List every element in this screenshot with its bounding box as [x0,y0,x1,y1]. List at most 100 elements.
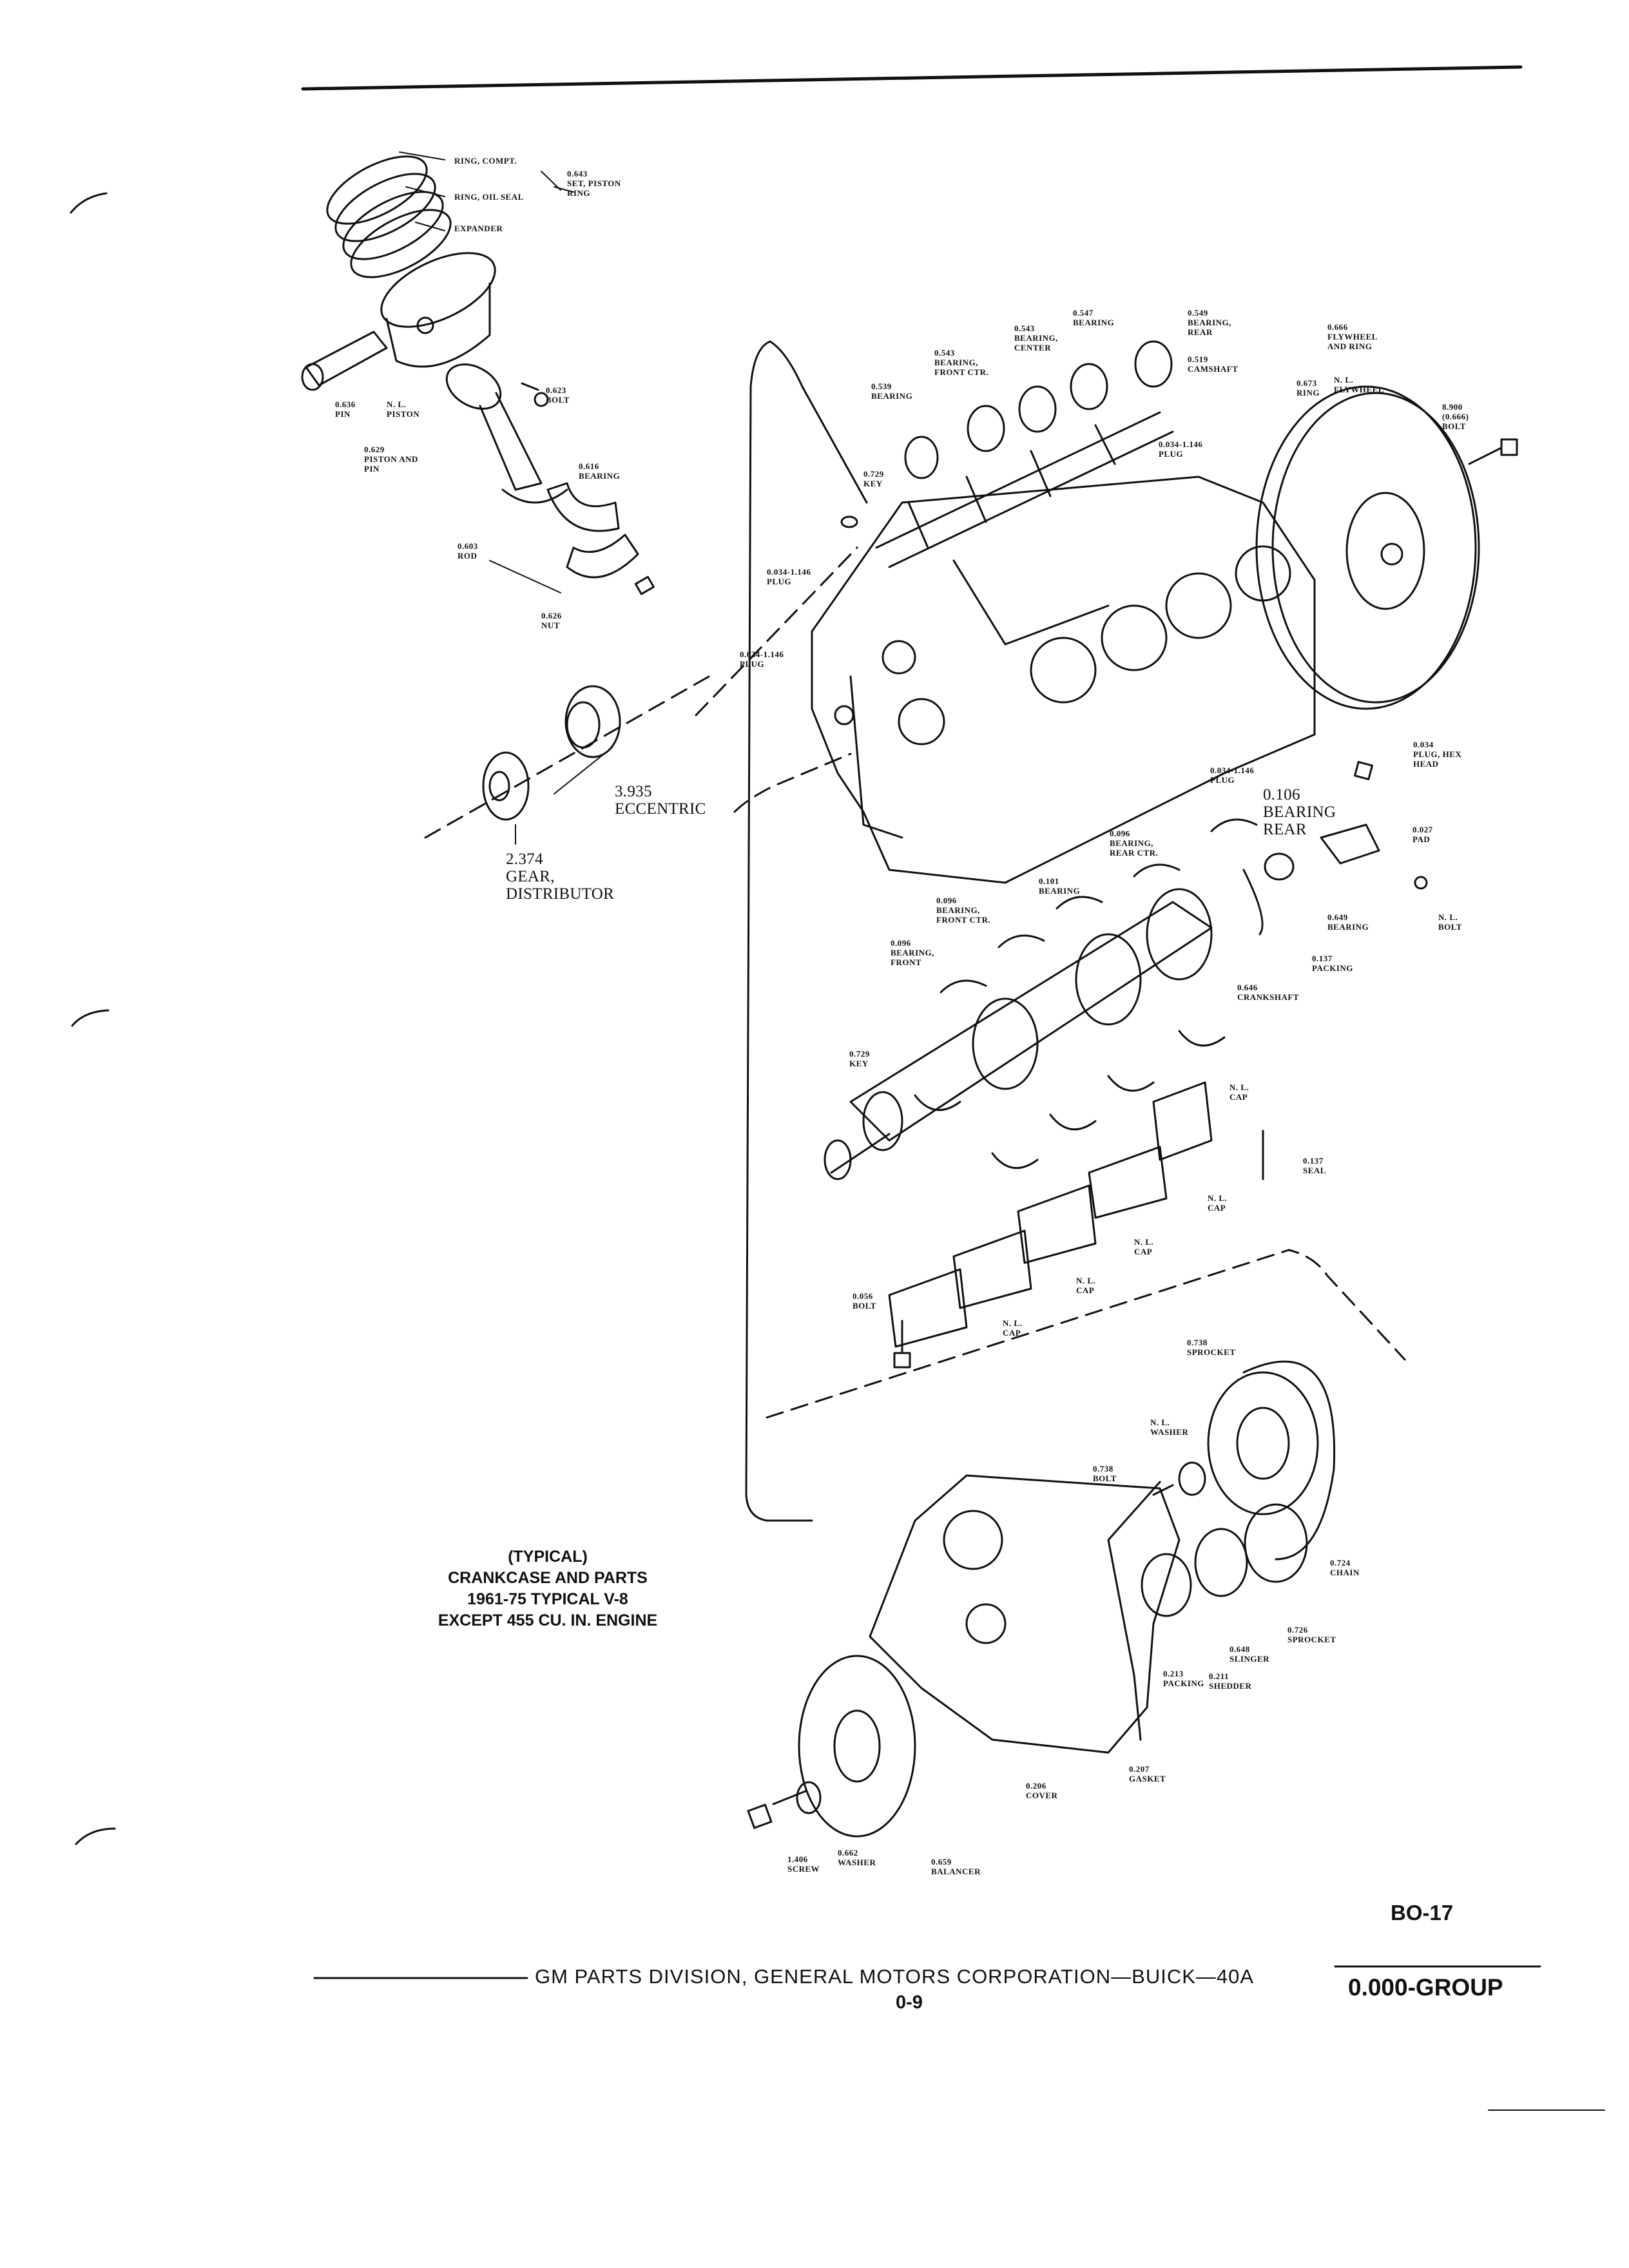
label-line: PACKING [1163,1678,1204,1688]
label-line: BOLT [546,395,570,405]
label-line: 0.056 [853,1291,873,1301]
label-line: 0.539 [871,381,892,391]
binder-mark [75,1827,116,1845]
label-expander: EXPANDER [454,224,503,233]
label-line: SLINGER [1229,1654,1270,1664]
label-line: GEAR, [506,868,555,885]
label-line: BEARING [1327,922,1369,932]
label-line: CAP [1003,1328,1021,1338]
label-line: AND RING [1327,341,1373,351]
label-line: BEARING, [1110,838,1153,848]
balancer-screw [747,1790,807,1829]
pad [1320,823,1380,865]
label-line: BEARING, [934,358,978,367]
label-line: 0.096 [1110,829,1130,838]
label-line: SCREW [787,1864,820,1874]
cam-sprocket [1207,1371,1319,1515]
page-number: 0-9 [896,1992,923,2013]
label-line: N. L. [387,399,407,409]
timing-gasket [1107,1481,1161,1741]
eccentric [564,685,621,758]
rod-bearing [546,482,620,532]
label-line: PIN [364,464,380,474]
label-line: PIN [335,409,351,419]
label-line: BOLT [1438,922,1462,932]
label-line: CAP [1229,1092,1248,1102]
label-line: N. L. [1229,1082,1249,1092]
main-bearings-upper [940,818,1258,994]
label-line: CAMSHAFT [1188,364,1239,374]
rod-cap [566,533,639,579]
assembly-outline [745,340,813,1522]
label-line: HEAD [1413,759,1439,769]
label-line: SPROCKET [1187,1347,1236,1357]
label-line: RING [1296,388,1320,398]
label-cap-1: N. L.CAP [1229,1082,1249,1102]
label-line: BEARING [1073,318,1115,327]
label-line: 0.543 [1014,323,1035,333]
label-flywheel: N. L.FLYWHEEL [1334,375,1384,394]
label-line: 0.027 [1412,825,1433,834]
label-line: PLUG, HEX [1413,749,1462,759]
label-line: 0.543 [934,348,955,358]
label-line: 0.034-1.146 [1210,765,1255,775]
figure-caption: (TYPICAL) CRANKCASE AND PARTS 1961-75 TY… [412,1546,683,1631]
label-line: 0.034-1.146 [767,567,811,577]
label-line: DISTRIBUTOR [506,885,615,903]
flywheel-bolt [1468,438,1518,465]
label-line: 0.729 [849,1049,870,1059]
label-line: SPROCKET [1287,1635,1336,1644]
label-line: 0.547 [1073,308,1094,318]
cap-bolt [893,1320,911,1369]
label-line: 0.726 [1287,1625,1308,1635]
label-cap-3: N. L.CAP [1134,1237,1153,1256]
label-line: PLUG [767,577,792,586]
label-line: BOLT [1442,421,1466,431]
label-line: N. L. [1003,1318,1023,1328]
label-line: 0.603 [458,541,478,551]
caption-line-2: CRANKCASE AND PARTS [448,1569,648,1587]
caption-line-1: (TYPICAL) [508,1548,588,1566]
label-line: REAR [1263,821,1307,838]
label-line: BEARING, [936,905,980,915]
label-line: WASHER [1150,1427,1189,1437]
label-line: N. L. [1076,1276,1096,1285]
label-line: BEARING [1039,886,1081,896]
bolt-623 [521,382,549,407]
label-line: 0.623 [546,385,566,395]
label-line: 0.649 [1327,912,1348,922]
binder-mark [70,192,108,214]
label-line: SET, PISTON [567,178,621,188]
cylinder-block [811,476,1316,884]
label-line: PLUG [1210,775,1235,785]
label-line: REAR CTR. [1110,848,1159,858]
piston-pin [301,331,388,391]
label-line: 0.626 [541,611,562,620]
label-bolt-900: 8.900(0.666)BOLT [1442,402,1469,431]
label-line: 0.519 [1188,354,1208,364]
label-line: NUT [541,620,560,630]
label-line: 0.034-1.146 [1159,439,1203,449]
